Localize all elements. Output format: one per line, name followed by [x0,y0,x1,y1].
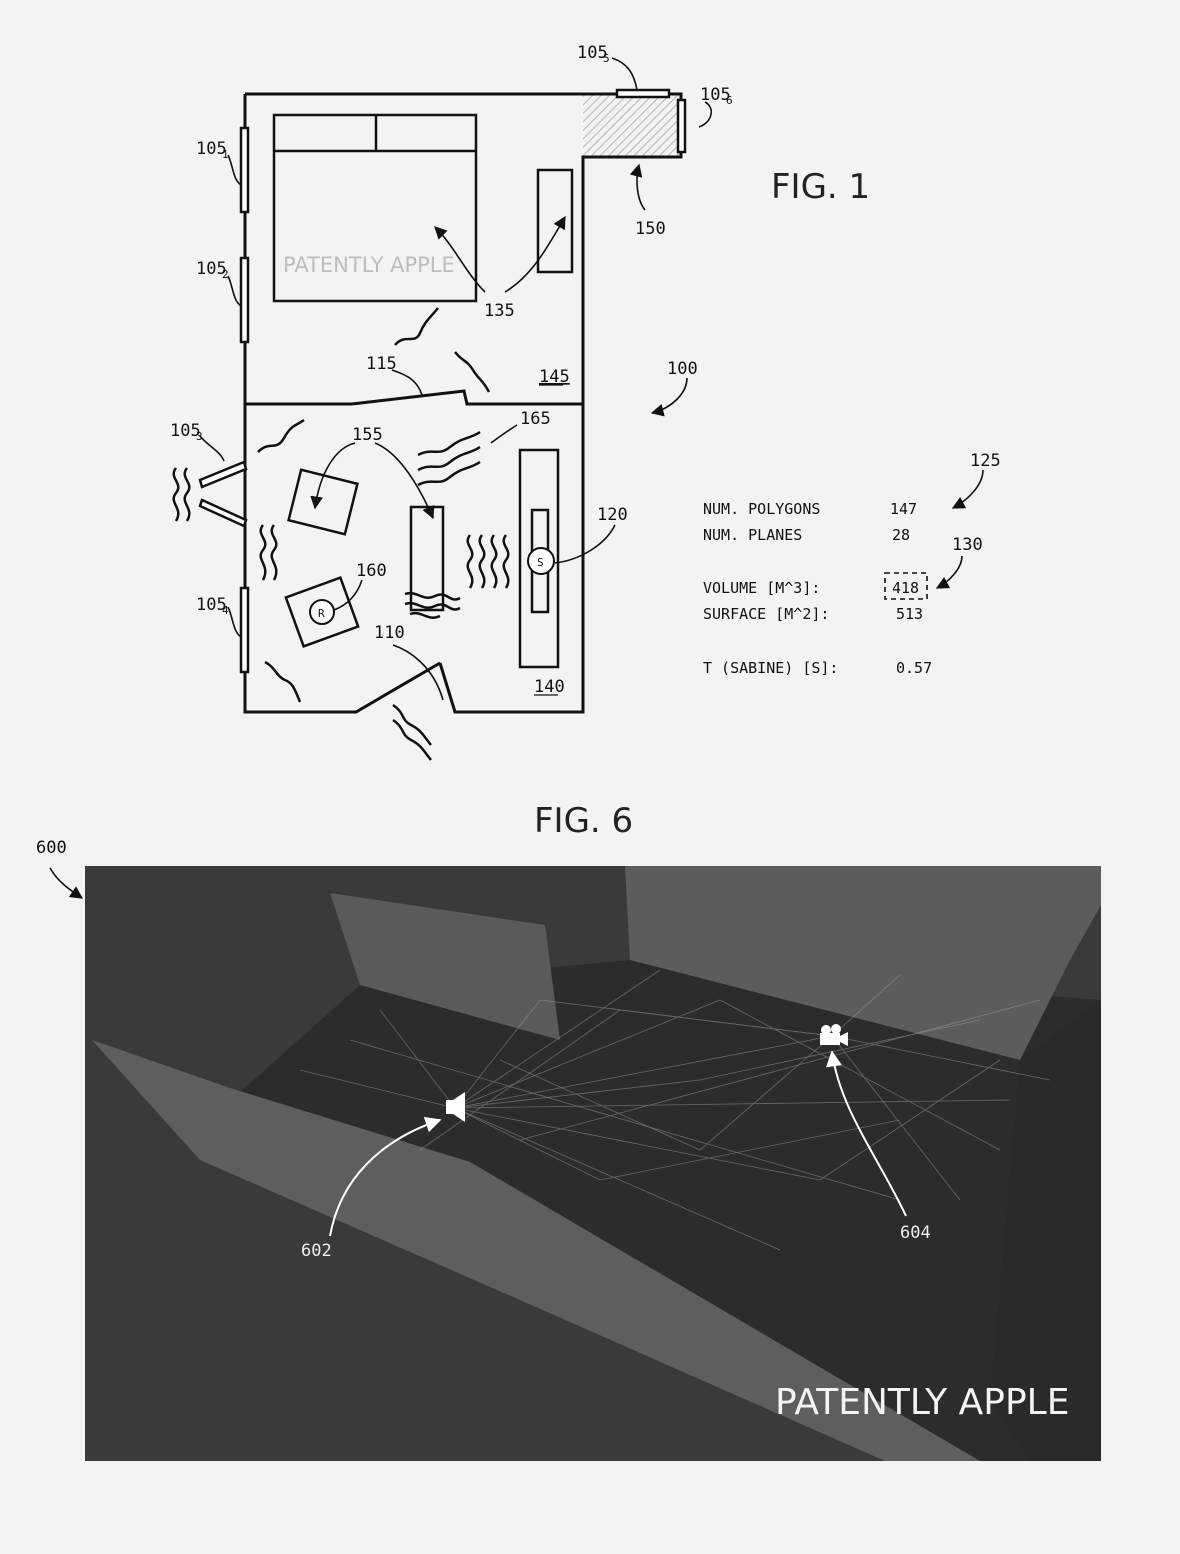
window-105-1 [239,126,250,214]
window-105-6 [676,98,687,154]
window-105-3-pane-top [198,460,248,489]
label-602: 602 [301,1241,332,1261]
render-wall-back-right [625,866,1101,1060]
render-wall-right [990,1000,1101,1461]
fig6-title: FIG. 6 [534,801,633,841]
window-105-5 [615,88,671,99]
stat-label-planes: NUM. PLANES [703,526,802,544]
window-105-3-pane-bottom [198,498,248,528]
camera-icon [820,1024,848,1046]
label-165: 165 [520,409,551,429]
stat-value-volume: 418 [892,579,919,597]
receiver-marker [309,599,335,625]
render-wall-front [92,1040,980,1461]
fig1-floorplan: 105 1 105 2 105 3 105 4 105 5 105 6 150 … [170,43,1001,761]
chair-155 [287,468,359,536]
stat-value-planes: 28 [892,526,910,544]
label-160: 160 [356,561,387,581]
label-115: 115 [366,354,397,374]
fig1-title: FIG. 1 [771,167,870,207]
stat-label-volume: VOLUME [M^3]: [703,579,820,597]
window-105-4 [239,586,250,674]
render-wall-back-left [330,893,560,1040]
label-155: 155 [352,425,383,445]
divider-wall-door [351,389,583,406]
dresser [536,168,574,274]
receiver-glyph: R [318,607,325,620]
sound-source-marker [527,547,555,575]
fig6-render: FIG. 6 600 [36,801,1101,1461]
leader-604 [826,1050,907,1217]
fig1-watermark: PATENTLY APPLE [283,253,455,277]
stat-label-surface: SURFACE [M^2]: [703,605,829,623]
window-105-2 [239,256,250,344]
label-120: 120 [597,505,628,525]
label-105-5: 105 [577,43,608,63]
render-floor [240,960,1100,1461]
label-105-4-sub: 4 [222,604,229,617]
label-105-4: 105 [196,595,227,615]
leader-600 [49,867,84,899]
label-105-1: 105 [196,139,227,159]
speaker-glyph: S [537,556,544,569]
label-105-2: 105 [196,259,227,279]
stat-value-polygons: 147 [890,500,917,518]
alcove-region-150 [583,94,679,156]
label-105-1-sub: 1 [222,148,229,161]
sound-waves [172,307,510,761]
label-140: 140 [534,677,565,697]
label-105-6-sub: 6 [726,94,733,107]
media-console-140 [518,448,560,669]
outer-wall-right [245,92,683,714]
label-130: 130 [952,535,983,555]
stat-label-sabine: T (SABINE) [S]: [703,659,838,677]
fig6-watermark: PATENTLY APPLE [775,1382,1069,1423]
receiver-box [284,576,360,648]
label-105-5-sub: 5 [603,52,610,65]
label-110: 110 [374,623,405,643]
label-604: 604 [900,1223,931,1243]
speaker-icon [446,1092,465,1122]
label-600: 600 [36,838,67,858]
label-135: 135 [484,301,515,321]
highlight-box-volume [884,572,928,600]
label-125: 125 [970,451,1001,471]
label-145: 145 [539,367,570,387]
leader-lines [199,57,984,701]
label-105-6: 105 [700,85,731,105]
stat-value-surface: 513 [896,605,923,623]
acoustic-rays [299,969,1051,1251]
stat-label-polygons: NUM. POLYGONS [703,500,820,518]
label-105-2-sub: 2 [222,268,229,281]
label-100: 100 [667,359,698,379]
label-105-3: 105 [170,421,201,441]
leader-602 [329,1116,442,1237]
label-105-3-sub: 3 [196,430,203,443]
label-150: 150 [635,219,666,239]
stat-value-sabine: 0.57 [896,659,932,677]
